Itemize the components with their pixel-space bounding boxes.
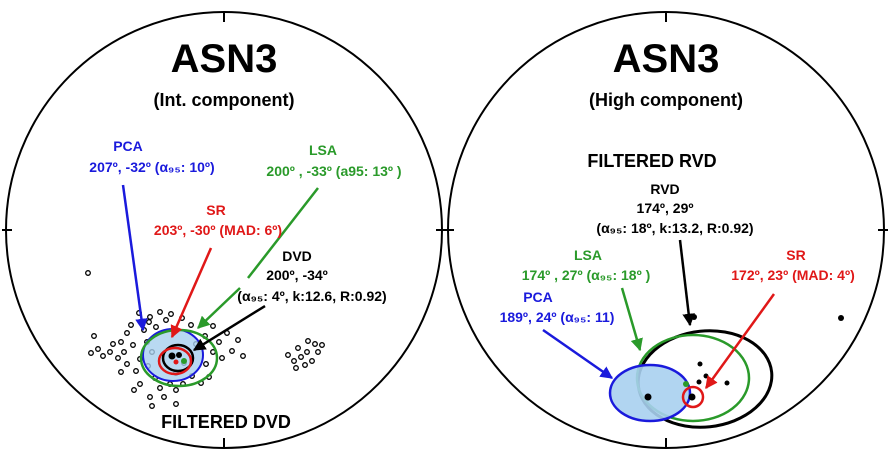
left-subtitle: (Int. component) [154, 90, 295, 110]
right-pca-label: PCA [523, 289, 553, 305]
right-pca-arrow [542, 328, 614, 380]
left-dvd-arrow [192, 304, 266, 352]
left-sr-cone [157, 346, 193, 376]
right-header: FILTERED RVD [587, 151, 716, 171]
right-sr-label: SR [786, 247, 805, 263]
right-rvd-value: 174º, 29º [637, 200, 694, 216]
left-mean-markers [168, 352, 187, 365]
left-lsa-arrow [197, 287, 241, 329]
right-sr-value: 172º, 23º (MAD: 4º) [731, 267, 854, 283]
left-pca-label: PCA [113, 138, 143, 154]
left-lsa-value: 200º , -33º (a95: 13º ) [266, 163, 401, 179]
left-dvd-label: DVD [282, 248, 312, 264]
right-subtitle: (High component) [589, 90, 743, 110]
right-sr-arrow [704, 293, 776, 390]
right-rvd-label: RVD [650, 181, 679, 197]
right-pca-cone [608, 363, 692, 423]
right-rvd-stats: (α₉₅: 18º, k:13.2, R:0.92) [596, 220, 753, 236]
right-sr-cone [681, 385, 705, 409]
left-dvd-value: 200º, -34º [266, 267, 328, 283]
left-lsa-label: LSA [309, 142, 337, 158]
left-pca-value: 207º, -32º (α₉₅: 10º) [89, 159, 214, 175]
right-title: ASN3 [613, 37, 720, 81]
left-sr-value: 203º, -30º (MAD: 6º) [154, 222, 282, 238]
right-lsa-arrow [620, 287, 643, 352]
right-pca-value: 189º, 24º (α₉₅: 11) [500, 309, 615, 325]
left-sr-arrow [170, 247, 213, 339]
left-stereonet: ASN3 (Int. component) PCA 207º, -32º (α₉… [2, 11, 446, 449]
left-lsa-line [247, 187, 319, 279]
left-sr-label: SR [206, 202, 225, 218]
left-footer: FILTERED DVD [161, 412, 291, 432]
right-rvd-arrow [678, 239, 695, 327]
left-title: ASN3 [171, 37, 278, 81]
right-lsa-value: 174º , 27º (α₉₅: 18º ) [522, 267, 651, 283]
left-pca-arrow [121, 184, 148, 332]
left-dvd-cone [161, 343, 195, 373]
right-stereonet: ASN3 (High component) FILTERED RVD RVD 1… [444, 11, 888, 449]
right-lsa-label: LSA [574, 247, 602, 263]
left-dvd-stats: (α₉₅: 4º, k:12.6, R:0.92) [237, 288, 386, 304]
